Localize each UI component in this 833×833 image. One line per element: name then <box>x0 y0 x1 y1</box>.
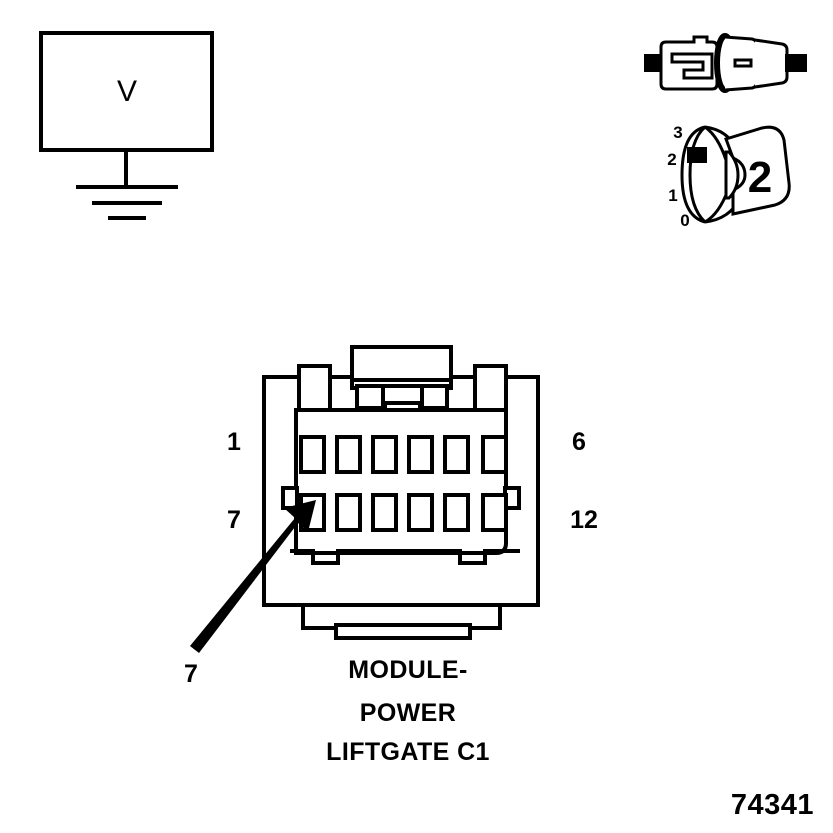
connector-bottom-ledge <box>290 549 520 565</box>
pin-label-top-left: 1 <box>227 428 241 456</box>
module-power-liftgate-connector <box>262 345 540 640</box>
cavity-row-top <box>299 435 508 474</box>
cavity-3 <box>371 435 398 474</box>
pin-label-bottom-left: 7 <box>227 506 241 534</box>
probe-index-marker <box>687 147 707 163</box>
plug-blade <box>670 52 714 80</box>
connector-caption-line-1: MODULE- <box>348 656 467 684</box>
probe-scale-label-2: 2 <box>667 150 676 169</box>
voltmeter-box <box>39 31 214 152</box>
connector-skirt-lower <box>334 623 472 640</box>
probe-scale-label-1: 1 <box>668 186 677 205</box>
cavity-2 <box>335 435 362 474</box>
ground-symbol <box>76 185 178 220</box>
cavity-1 <box>299 435 326 474</box>
socket-keyway <box>733 58 753 68</box>
voltmeter-symbol <box>39 31 214 220</box>
pin-label-top-right: 6 <box>572 428 586 456</box>
cavity-5 <box>443 435 470 474</box>
probe-tool-number: 2 <box>748 153 772 202</box>
socket-wire-stub <box>785 54 807 72</box>
voltmeter-label: V <box>117 75 137 108</box>
figure-number: 74341 <box>731 789 814 821</box>
cavity-9 <box>371 493 398 532</box>
cavity-10 <box>407 493 434 532</box>
cavity-6 <box>481 435 508 474</box>
cavity-8 <box>335 493 362 532</box>
connector-top-flange <box>350 345 453 382</box>
connector-caption-line-3: LIFTGATE C1 <box>326 738 490 766</box>
probe-tool-body <box>724 125 791 216</box>
cavity-row-bottom <box>299 493 508 532</box>
probe-tool-icon <box>680 125 791 224</box>
cavity-11 <box>443 493 470 532</box>
callout-arrow-shape <box>190 500 316 653</box>
cavity-4 <box>407 435 434 474</box>
probe-scale-label-3: 3 <box>673 123 682 142</box>
probe-scale-label-0: 0 <box>680 211 689 230</box>
connector-plug-socket-icon <box>644 33 807 93</box>
connector-caption-line-2: POWER <box>360 699 456 727</box>
pin-label-bottom-right: 12 <box>570 506 598 534</box>
probe-tool-notch <box>724 150 740 200</box>
callout-label: 7 <box>184 660 198 688</box>
cavity-12 <box>481 493 508 532</box>
callout-arrow <box>190 500 316 653</box>
